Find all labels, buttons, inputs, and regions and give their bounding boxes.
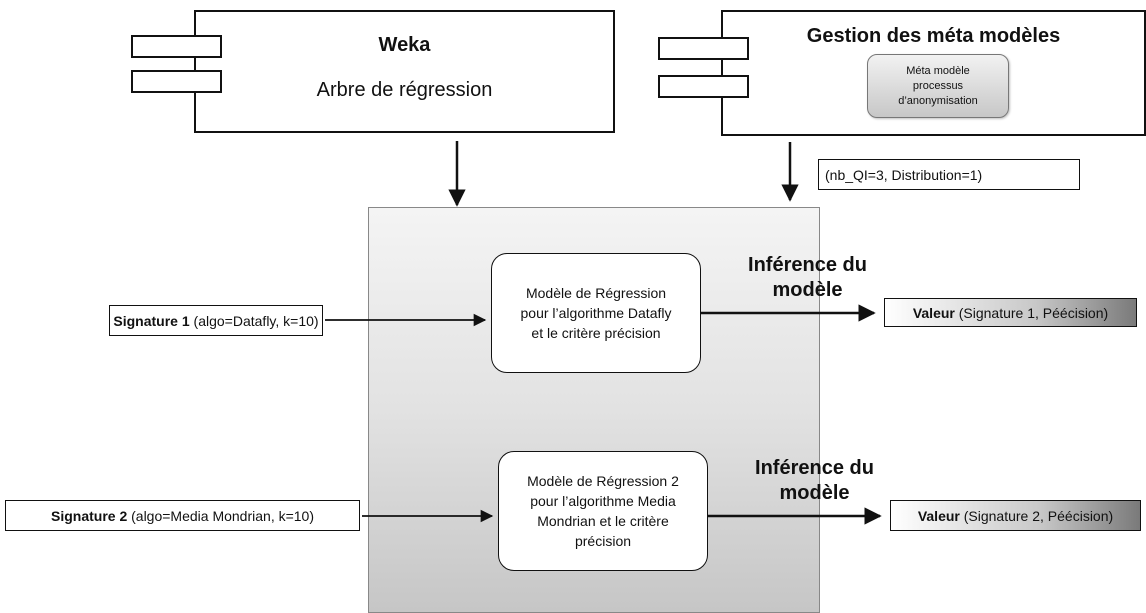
inference-1-line-2: modèle xyxy=(772,279,843,301)
signature-2-box: Signature 2 (algo=Media Mondrian, k=10) xyxy=(5,500,360,531)
value-2-label: Valeur xyxy=(917,507,960,524)
signature-1-params: (algo=Datafly, k=10) xyxy=(189,312,319,329)
inference-2-line-1: Inférence du xyxy=(755,457,874,479)
inference-label-2: Inférence du modèle xyxy=(742,456,887,506)
model-1-line-1: Modèle de Régression xyxy=(525,285,667,301)
model-2-line-4: précision xyxy=(574,533,632,549)
value-1-box: Valeur (Signature 1, Péécision) xyxy=(884,298,1137,327)
weka-port-top xyxy=(131,35,222,58)
inference-label-1: Inférence du modèle xyxy=(735,253,880,303)
weka-component: Weka Arbre de régression xyxy=(194,10,615,133)
model-2-line-1: Modèle de Régression 2 xyxy=(527,473,679,489)
meta-port-bottom xyxy=(658,75,749,98)
meta-model-box: Méta modèle processus d’anonymisation xyxy=(867,54,1009,118)
value-1-params: (Signature 1, Péécision) xyxy=(954,304,1109,321)
model-1-line-2: pour l’algorithme Datafly xyxy=(520,305,672,321)
regression-model-2: Modèle de Régression 2 pour l’algorithme… xyxy=(498,451,708,571)
value-2-box: Valeur (Signature 2, Péécision) xyxy=(890,500,1141,531)
parameters-box: (nb_QI=3, Distribution=1) xyxy=(818,159,1080,190)
signature-2-params: (algo=Media Mondrian, k=10) xyxy=(127,507,315,524)
weka-title: Weka xyxy=(378,34,431,56)
signature-1-box: Signature 1 (algo=Datafly, k=10) xyxy=(109,305,323,336)
model-1-line-3: et le critère précision xyxy=(531,325,661,341)
meta-model-line-1: Méta modèle xyxy=(906,64,970,77)
signature-1-label: Signature 1 xyxy=(113,312,190,329)
weka-subtitle: Arbre de régression xyxy=(316,79,493,101)
model-2-line-2: pour l’algorithme Media xyxy=(530,493,676,509)
value-1-label: Valeur xyxy=(912,304,955,321)
inference-2-line-2: modèle xyxy=(779,482,850,504)
meta-management-title: Gestion des méta modèles xyxy=(806,25,1061,47)
signature-2-label: Signature 2 xyxy=(50,507,128,524)
regression-model-1: Modèle de Régression pour l’algorithme D… xyxy=(491,253,701,373)
value-2-params: (Signature 2, Péécision) xyxy=(959,507,1114,524)
inference-1-line-1: Inférence du xyxy=(748,254,867,276)
meta-port-top xyxy=(658,37,749,60)
meta-model-line-2: processus xyxy=(912,79,964,92)
meta-model-line-3: d’anonymisation xyxy=(898,94,978,107)
model-2-line-3: Mondrian et le critère xyxy=(537,513,669,529)
weka-port-bottom xyxy=(131,70,222,93)
meta-model-management-component: Gestion des méta modèles Méta modèle pro… xyxy=(721,10,1146,136)
